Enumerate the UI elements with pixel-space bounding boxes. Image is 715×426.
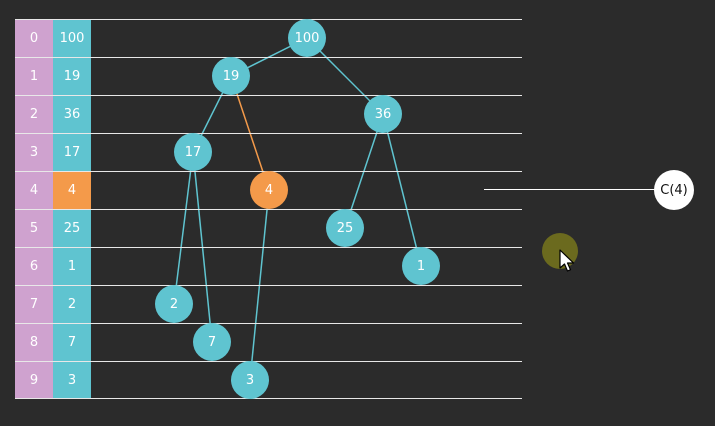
call-label: C(4)	[654, 170, 694, 210]
row-divider	[15, 133, 522, 134]
tree-node: 25	[326, 209, 364, 247]
value-cell: 2	[53, 285, 91, 323]
value-cell: 25	[53, 209, 91, 247]
value-cell: 100	[53, 19, 91, 57]
index-cell: 4	[15, 171, 53, 209]
tree-edge	[382, 113, 422, 267]
row-divider	[15, 57, 522, 58]
row-divider	[15, 323, 522, 324]
tree-node: 3	[231, 361, 269, 399]
value-cell-highlighted: 4	[53, 171, 91, 209]
row-divider	[15, 398, 522, 399]
value-cell: 36	[53, 95, 91, 133]
tree-node: 1	[402, 247, 440, 285]
index-cell: 7	[15, 285, 53, 323]
index-cell: 1	[15, 57, 53, 95]
row-divider	[15, 209, 522, 210]
tree-node: 2	[155, 285, 193, 323]
call-pointer-line	[484, 189, 656, 190]
mouse-cursor-icon	[559, 249, 575, 272]
index-cell: 2	[15, 95, 53, 133]
index-cell: 5	[15, 209, 53, 247]
tree-node: 7	[193, 323, 231, 361]
row-divider	[15, 361, 522, 362]
tree-edge	[173, 151, 194, 305]
row-divider	[15, 95, 522, 96]
tree-node: 19	[212, 57, 250, 95]
tree-node: 100	[288, 19, 326, 57]
value-cell: 17	[53, 133, 91, 171]
tree-node: 36	[364, 95, 402, 133]
index-cell: 3	[15, 133, 53, 171]
index-cell: 6	[15, 247, 53, 285]
value-cell: 3	[53, 361, 91, 399]
tree-node-highlighted: 4	[250, 171, 288, 209]
index-cell: 0	[15, 19, 53, 57]
value-cell: 7	[53, 323, 91, 361]
row-divider	[15, 285, 522, 286]
index-cell: 9	[15, 361, 53, 399]
row-divider	[15, 247, 522, 248]
tree-node: 17	[174, 133, 212, 171]
index-cell: 8	[15, 323, 53, 361]
value-cell: 19	[53, 57, 91, 95]
row-divider	[15, 19, 522, 20]
value-cell: 1	[53, 247, 91, 285]
